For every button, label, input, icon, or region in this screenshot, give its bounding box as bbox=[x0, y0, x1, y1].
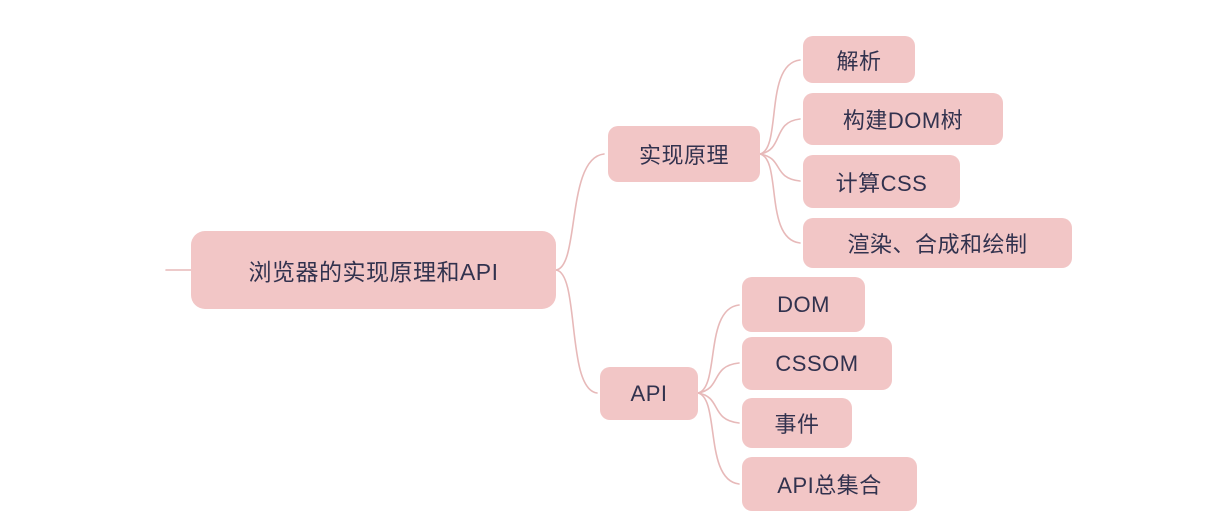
node-root[interactable]: 浏览器的实现原理和API bbox=[191, 231, 556, 309]
connector-root-to-principle bbox=[555, 153, 605, 271]
node-leaf-cssom[interactable]: CSSOM bbox=[742, 337, 892, 390]
connector-root-to-api bbox=[555, 269, 598, 394]
node-leaf-render-compose-paint[interactable]: 渲染、合成和绘制 bbox=[803, 218, 1072, 268]
node-leaf-api-collection[interactable]: API总集合 bbox=[742, 457, 917, 511]
node-branch-principle[interactable]: 实现原理 bbox=[608, 126, 760, 182]
node-leaf-parse[interactable]: 解析 bbox=[803, 36, 915, 83]
connector-principle-to-parse bbox=[759, 59, 801, 155]
connector-api-to-cssom bbox=[697, 362, 740, 394]
connector-api-to-events bbox=[697, 392, 740, 424]
node-leaf-compute-css[interactable]: 计算CSS bbox=[803, 155, 960, 208]
connector-principle-to-render bbox=[759, 153, 801, 244]
connector-api-to-api-collection bbox=[697, 392, 740, 485]
node-branch-api[interactable]: API bbox=[600, 367, 698, 420]
node-leaf-events[interactable]: 事件 bbox=[742, 398, 852, 448]
connector-principle-to-compute-css bbox=[759, 153, 801, 182]
connector-principle-to-build-dom bbox=[759, 118, 801, 155]
node-leaf-build-dom-tree[interactable]: 构建DOM树 bbox=[803, 93, 1003, 145]
connector-api-to-dom bbox=[697, 304, 740, 394]
node-leaf-dom[interactable]: DOM bbox=[742, 277, 865, 332]
